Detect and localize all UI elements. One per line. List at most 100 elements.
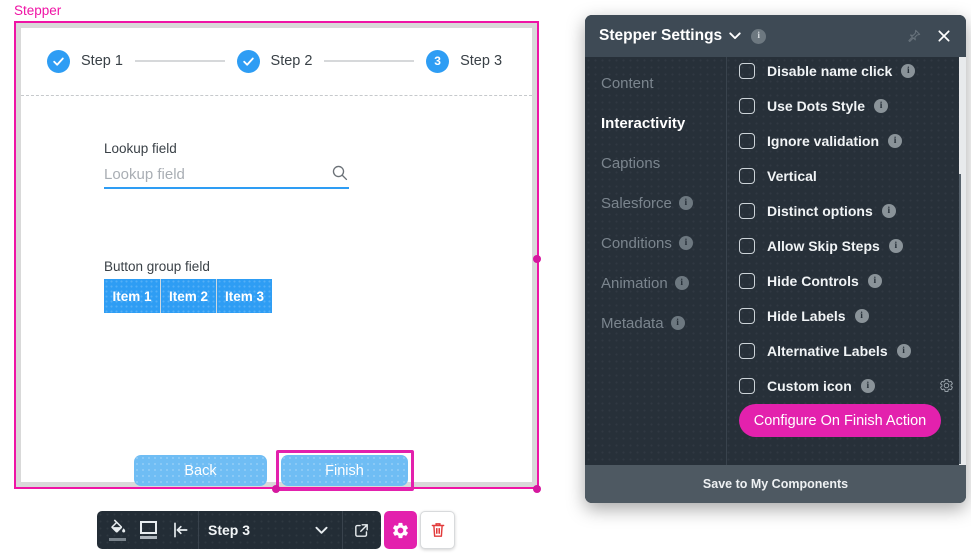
gear-icon xyxy=(391,521,410,540)
option-row: Ignore validation xyxy=(739,123,956,158)
option-label: Ignore validation xyxy=(767,132,880,149)
checkbox-disable-name-click[interactable] xyxy=(739,62,755,79)
checkbox-allow-skip-steps[interactable] xyxy=(739,237,755,254)
button-group-field-label: Button group field xyxy=(104,259,210,274)
component-type-label: Stepper xyxy=(14,3,62,18)
nav-item-animation[interactable]: Animation xyxy=(585,263,726,303)
option-label: Hide Labels xyxy=(767,307,846,324)
delete-button[interactable] xyxy=(420,511,455,549)
close-icon[interactable] xyxy=(936,28,952,44)
option-label: Hide Controls xyxy=(767,272,859,289)
nav-item-content[interactable]: Content xyxy=(585,63,726,103)
scrollbar-thumb[interactable] xyxy=(959,174,961,464)
nav-item-label: Conditions xyxy=(601,234,672,252)
stepper-component-outline[interactable]: Step 1 Step 2 3 Step 3 Lookup field Look… xyxy=(14,21,539,489)
checkbox-distinct-options[interactable] xyxy=(739,202,755,219)
chevron-down-icon xyxy=(315,526,328,535)
nav-item-conditions[interactable]: Conditions xyxy=(585,223,726,263)
button-group-item-2[interactable]: Item 2 xyxy=(160,279,216,313)
info-icon[interactable] xyxy=(678,196,693,210)
info-icon[interactable] xyxy=(901,63,916,78)
info-icon[interactable] xyxy=(874,98,889,113)
resize-handle[interactable] xyxy=(533,485,541,493)
nav-item-label: Content xyxy=(601,74,654,92)
button-group-item-3[interactable]: Item 3 xyxy=(216,279,272,313)
nav-item-label: Salesforce xyxy=(601,194,672,212)
info-icon[interactable] xyxy=(854,308,869,323)
info-icon[interactable] xyxy=(670,316,685,330)
settings-button[interactable] xyxy=(384,511,417,549)
nav-item-metadata[interactable]: Metadata xyxy=(585,303,726,343)
option-label: Custom icon xyxy=(767,377,852,394)
checkbox-vertical[interactable] xyxy=(739,167,755,184)
option-row: Disable name click xyxy=(739,53,956,88)
info-icon[interactable] xyxy=(888,133,903,148)
info-icon[interactable] xyxy=(896,343,911,358)
info-icon[interactable] xyxy=(881,203,896,218)
custom-icon-gear-icon[interactable] xyxy=(939,378,954,393)
checkbox-ignore-validation[interactable] xyxy=(739,132,755,149)
step-selector-value: Step 3 xyxy=(208,522,251,538)
align-left-icon[interactable] xyxy=(170,520,190,540)
border-color-swatch xyxy=(140,536,157,539)
step-connector xyxy=(134,60,225,62)
step-selector-dropdown[interactable]: Step 3 xyxy=(208,511,332,549)
save-to-my-components-button[interactable]: Save to My Components xyxy=(585,465,966,503)
info-icon[interactable] xyxy=(867,273,882,288)
step3-label[interactable]: Step 3 xyxy=(460,53,503,69)
nav-item-label: Animation xyxy=(601,274,668,292)
nav-item-label: Interactivity xyxy=(601,114,686,132)
step3-circle[interactable]: 3 xyxy=(426,49,450,73)
toolbar-divider xyxy=(198,511,199,549)
step-connector xyxy=(324,60,415,62)
settings-panel-header: Stepper Settings xyxy=(585,15,966,57)
search-icon[interactable] xyxy=(331,164,349,187)
checkbox-alternative-labels[interactable] xyxy=(739,342,755,359)
nav-item-label: Metadata xyxy=(601,314,664,332)
step1-label[interactable]: Step 1 xyxy=(81,53,123,69)
option-row: Hide Labels xyxy=(739,298,956,333)
fill-color-icon[interactable] xyxy=(108,519,127,541)
step3-number: 3 xyxy=(434,54,441,68)
info-icon[interactable] xyxy=(678,236,693,250)
option-row: Distinct options xyxy=(739,193,956,228)
scrollbar-track[interactable] xyxy=(959,57,966,465)
nav-item-salesforce[interactable]: Salesforce xyxy=(585,183,726,223)
dashed-separator xyxy=(21,95,532,96)
lookup-field-placeholder: Lookup field xyxy=(104,166,185,183)
step1-circle[interactable] xyxy=(47,49,70,73)
nav-item-captions[interactable]: Captions xyxy=(585,143,726,183)
settings-panel: Stepper Settings Content Interact xyxy=(585,15,966,503)
info-icon[interactable] xyxy=(751,28,767,44)
checkbox-hide-controls[interactable] xyxy=(739,272,755,289)
lookup-field-label: Lookup field xyxy=(104,141,177,156)
step2-label[interactable]: Step 2 xyxy=(270,53,313,69)
resize-handle[interactable] xyxy=(272,485,280,493)
info-icon[interactable] xyxy=(888,238,903,253)
checkbox-custom-icon[interactable] xyxy=(739,377,755,394)
button-group-item-1[interactable]: Item 1 xyxy=(104,279,160,313)
option-label: Disable name click xyxy=(767,62,893,79)
back-button[interactable]: Back xyxy=(134,455,267,486)
resize-handle[interactable] xyxy=(533,255,541,263)
finish-button[interactable]: Finish xyxy=(281,455,408,486)
chevron-down-icon[interactable] xyxy=(729,32,741,40)
option-row: Allow Skip Steps xyxy=(739,228,956,263)
lookup-field-input[interactable]: Lookup field xyxy=(104,160,349,189)
info-icon[interactable] xyxy=(674,276,689,290)
button-group: Item 1 Item 2 Item 3 xyxy=(104,279,272,313)
settings-options: Disable name click Use Dots Style Ignore… xyxy=(727,57,966,465)
open-external-icon[interactable] xyxy=(353,522,370,539)
pin-icon[interactable] xyxy=(906,28,922,44)
nav-item-label: Captions xyxy=(601,154,661,172)
checkbox-use-dots-style[interactable] xyxy=(739,97,755,114)
border-style-icon[interactable] xyxy=(140,521,157,539)
option-label: Alternative Labels xyxy=(767,342,888,359)
option-row: Use Dots Style xyxy=(739,88,956,123)
checkbox-hide-labels[interactable] xyxy=(739,307,755,324)
info-icon[interactable] xyxy=(860,378,875,393)
nav-item-interactivity[interactable]: Interactivity xyxy=(585,103,726,143)
step2-circle[interactable] xyxy=(236,49,260,73)
configure-on-finish-action-button[interactable]: Configure On Finish Action xyxy=(739,404,941,437)
finish-button-selection-outline xyxy=(276,450,414,491)
